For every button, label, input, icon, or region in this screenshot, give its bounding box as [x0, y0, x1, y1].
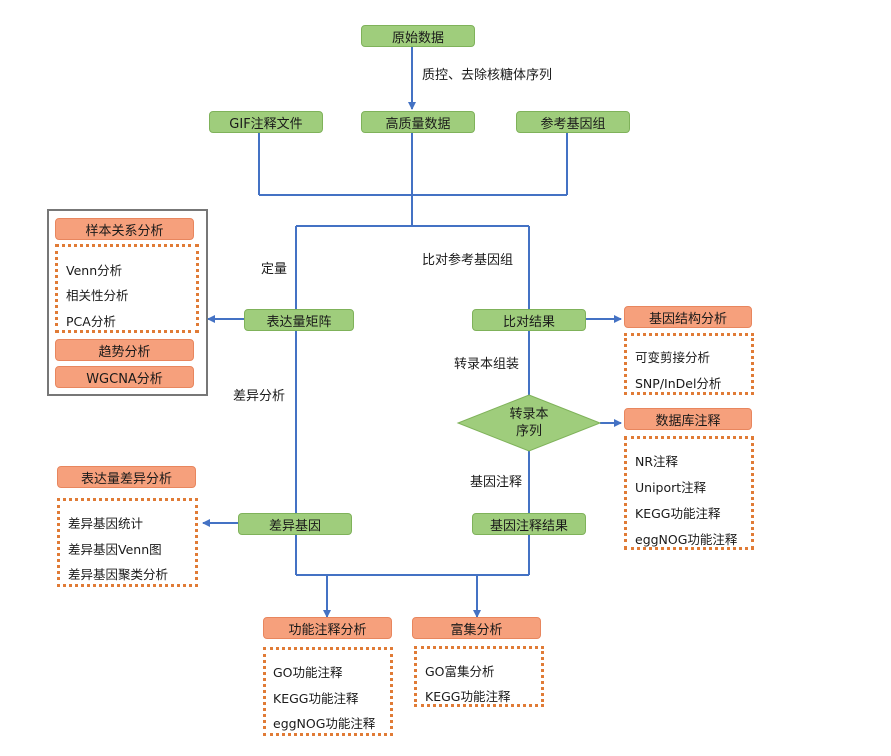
sample-relation-list: [55, 244, 199, 333]
edge-label-assembly: 转录本组装: [454, 357, 520, 372]
edge-label-qc: 质控、去除核糖体序列: [422, 68, 553, 83]
expr-diff-item-cluster: 差异基因聚类分析: [68, 567, 169, 582]
node-transcript-seq-line1: 转录本: [509, 407, 549, 422]
node-ref-genome-label: 参考基因组: [540, 116, 606, 132]
node-gene-annot-result-label: 基因注释结果: [489, 518, 568, 534]
wgcna-analysis-label: WGCNA分析: [86, 371, 163, 387]
expr-diff-list: [57, 498, 198, 587]
expr-diff-title-label: 表达量差异分析: [80, 471, 172, 487]
node-gene-annot-result: 基因注释结果: [472, 513, 586, 535]
expr-diff-title: 表达量差异分析: [57, 466, 196, 488]
func-annot-item-eggnog: eggNOG功能注释: [273, 716, 376, 731]
node-expr-matrix: 表达量矩阵: [244, 309, 354, 331]
gene-structure-list: [624, 333, 754, 395]
node-diff-genes-label: 差异基因: [268, 518, 321, 534]
node-gif: GIF注释文件: [209, 111, 323, 133]
trend-analysis-label: 趋势分析: [98, 344, 151, 360]
enrichment-list: [414, 646, 544, 707]
edge-label-quant: 定量: [261, 262, 288, 277]
node-transcript-seq: 转录本 序列: [458, 395, 600, 451]
edge-label-diff-analysis: 差异分析: [233, 389, 286, 404]
node-gif-label: GIF注释文件: [229, 116, 303, 132]
node-ref-genome: 参考基因组: [516, 111, 630, 133]
sample-analysis-group: [47, 209, 208, 396]
node-raw-data: 原始数据: [361, 25, 475, 47]
node-hq-data-label: 高质量数据: [385, 116, 451, 132]
sample-relation-item-venn: Venn分析: [66, 263, 123, 278]
enrichment-title: 富集分析: [412, 617, 541, 639]
trend-analysis: 趋势分析: [55, 339, 194, 361]
wgcna-analysis: WGCNA分析: [55, 366, 194, 388]
edge-label-gene-annot: 基因注释: [470, 475, 523, 490]
node-align-result-label: 比对结果: [502, 314, 555, 330]
node-diff-genes: 差异基因: [238, 513, 352, 535]
transcript-diamond-shape: [456, 394, 602, 452]
gene-structure-item-snp: SNP/InDel分析: [635, 376, 722, 391]
node-expr-matrix-label: 表达量矩阵: [266, 314, 332, 330]
db-annot-title: 数据库注释: [624, 408, 752, 430]
node-hq-data: 高质量数据: [361, 111, 475, 133]
func-annot-title-label: 功能注释分析: [288, 622, 367, 638]
db-annot-item-uniport: Uniport注释: [635, 480, 707, 495]
enrichment-item-go: GO富集分析: [425, 664, 495, 679]
expr-diff-item-stats: 差异基因统计: [68, 516, 144, 531]
func-annot-title: 功能注释分析: [263, 617, 392, 639]
func-annot-item-go: GO功能注释: [273, 665, 343, 680]
enrichment-title-label: 富集分析: [450, 622, 503, 638]
gene-structure-title: 基因结构分析: [624, 306, 752, 328]
func-annot-list: [263, 647, 393, 736]
sample-relation-title-label: 样本关系分析: [85, 223, 164, 239]
db-annot-item-nr: NR注释: [635, 454, 679, 469]
func-annot-item-kegg: KEGG功能注释: [273, 691, 359, 706]
sample-relation-item-pca: PCA分析: [66, 314, 116, 329]
expr-diff-item-venn: 差异基因Venn图: [68, 542, 162, 557]
db-annot-item-kegg: KEGG功能注释: [635, 506, 721, 521]
sample-relation-item-correlation: 相关性分析: [66, 288, 129, 303]
gene-structure-title-label: 基因结构分析: [648, 311, 727, 327]
node-align-result: 比对结果: [472, 309, 586, 331]
edge-label-align-ref: 比对参考基因组: [422, 253, 514, 268]
db-annot-title-label: 数据库注释: [655, 413, 721, 429]
db-annot-list: [624, 436, 754, 550]
db-annot-item-eggnog: eggNOG功能注释: [635, 532, 738, 547]
enrichment-item-kegg: KEGG功能注释: [425, 689, 511, 704]
node-raw-data-label: 原始数据: [391, 30, 444, 46]
node-transcript-seq-line2: 序列: [515, 424, 542, 439]
gene-structure-item-splicing: 可变剪接分析: [635, 350, 711, 365]
sample-relation-title: 样本关系分析: [55, 218, 194, 240]
